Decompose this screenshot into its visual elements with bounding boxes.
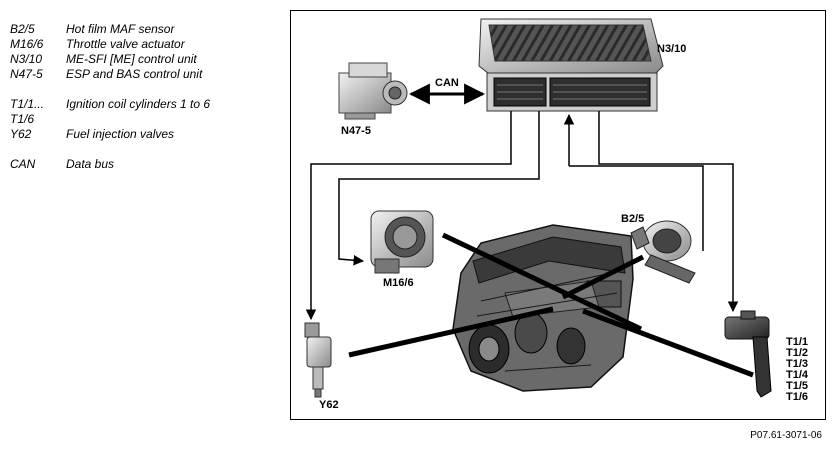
- legend-row: N3/10 ME-SFI [ME] control unit: [10, 52, 280, 67]
- esp-bas-unit: [338, 62, 408, 120]
- legend-description: Hot film MAF sensor: [66, 22, 175, 36]
- esp-label: N47-5: [341, 125, 371, 137]
- throttle-valve-actuator: [370, 210, 434, 274]
- throttle-label: M16/6: [383, 277, 414, 289]
- legend-row: CAN Data bus: [10, 157, 280, 172]
- ignition-coil: [724, 310, 772, 398]
- engine: [452, 224, 634, 392]
- legend-code: Y62: [10, 127, 32, 141]
- legend-code: CAN: [10, 157, 36, 171]
- system-diagram: N3/10 N47-5 CAN M16/6 B2/5 Y62 T1/1 T1/2…: [290, 10, 826, 420]
- legend-description: Data bus: [66, 157, 115, 171]
- legend-description: Fuel injection valves: [66, 127, 175, 141]
- coil-label: T1/4: [786, 369, 809, 381]
- legend-row: M16/6 Throttle valve actuator: [10, 37, 280, 52]
- coil-label-list: T1/1 T1/2 T1/3 T1/4 T1/5 T1/6: [786, 337, 808, 403]
- legend-description: Throttle valve actuator: [66, 37, 185, 51]
- legend-spacer: [10, 142, 280, 157]
- connection-lines: [348, 232, 754, 378]
- legend-description: ME-SFI [ME] control unit: [66, 52, 197, 66]
- signal-wires: [305, 111, 739, 321]
- legend-code: N3/10: [10, 52, 43, 66]
- coil-label: T1/3: [786, 358, 809, 370]
- fuel-injector: [304, 322, 332, 398]
- figure-reference: P07.61-3071-06: [750, 430, 822, 441]
- legend-code: M16/6: [10, 37, 44, 51]
- legend-description: Ignition coil cylinders 1 to 6: [66, 97, 211, 111]
- legend-code: N47-5: [10, 67, 43, 81]
- diagram-drawing: [304, 18, 772, 398]
- legend-row: B2/5 Hot film MAF sensor: [10, 22, 280, 37]
- legend-row: T1/6: [10, 112, 280, 127]
- maf-sensor: [630, 220, 696, 284]
- ecu-label: N3/10: [657, 43, 687, 55]
- legend-row: N47-5 ESP and BAS control unit: [10, 67, 280, 82]
- legend-code: B2/5: [10, 22, 35, 36]
- legend: B2/5 Hot film MAF sensor M16/6 Throttle …: [10, 22, 280, 172]
- legend-code: T1/1...: [10, 97, 45, 111]
- ecu-control-unit: [478, 18, 664, 112]
- legend-spacer: [10, 82, 280, 97]
- legend-description: ESP and BAS control unit: [66, 67, 203, 81]
- legend-code: T1/6: [10, 112, 35, 126]
- coil-label: T1/6: [786, 391, 809, 403]
- can-label: CAN: [435, 77, 459, 89]
- coil-label: T1/5: [786, 380, 809, 392]
- maf-label: B2/5: [621, 213, 645, 225]
- legend-row: Y62 Fuel injection valves: [10, 127, 280, 142]
- injector-label: Y62: [319, 399, 339, 411]
- coil-label: T1/2: [786, 347, 809, 359]
- legend-row: T1/1... Ignition coil cylinders 1 to 6: [10, 97, 280, 112]
- coil-label: T1/1: [786, 336, 809, 348]
